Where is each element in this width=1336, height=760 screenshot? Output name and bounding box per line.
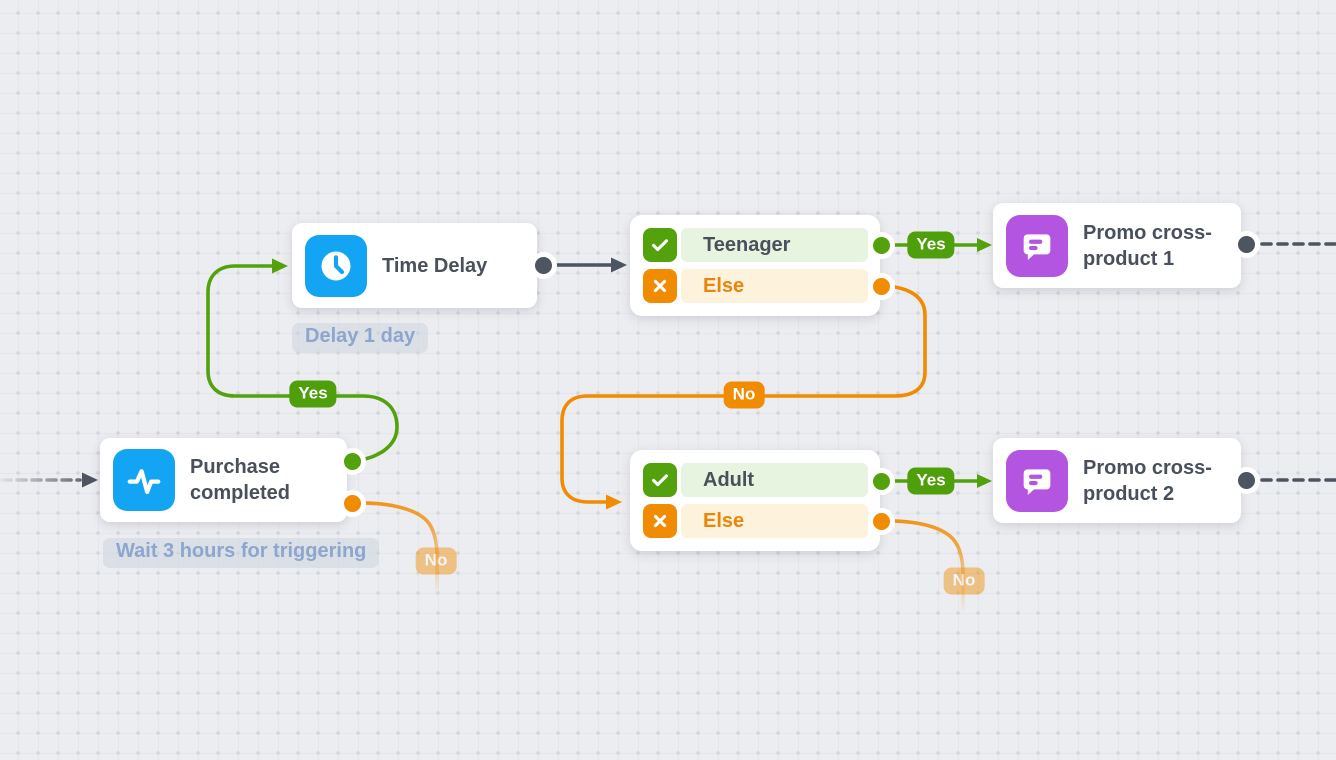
condition-row-teenager[interactable]: Teenager: [643, 228, 868, 262]
node-promo-cross-product-2[interactable]: Promo cross-product 2: [993, 438, 1241, 523]
port-condition-adult-yes[interactable]: [867, 467, 895, 495]
edge-adult-no-unconnected[interactable]: [879, 519, 965, 612]
edge-label-yes: Yes: [907, 231, 955, 259]
port-purchase-yes[interactable]: [338, 447, 366, 475]
node-condition-adult[interactable]: Adult Else: [630, 450, 880, 551]
node-title: Promo cross-product 2: [1083, 456, 1212, 505]
node-title: Time Delay: [382, 254, 488, 277]
condition-row-else[interactable]: Else: [643, 269, 868, 303]
port-promo2-out[interactable]: [1232, 466, 1260, 494]
node-time-delay[interactable]: Time Delay: [292, 223, 537, 308]
condition-row-else[interactable]: Else: [643, 504, 868, 538]
chat-icon: [1006, 449, 1068, 512]
edge-purchase-yes-to-delay[interactable]: [206, 258, 399, 463]
port-delay-out[interactable]: [529, 251, 557, 279]
edge-purchase-no-unconnected[interactable]: [350, 501, 439, 594]
node-promo-cross-product-1[interactable]: Promo cross-product 1: [993, 203, 1241, 288]
edge-incoming-dashed[interactable]: [0, 472, 98, 488]
port-condition-teen-yes[interactable]: [867, 231, 895, 259]
activity-icon: [113, 449, 175, 511]
edge-label-no-faded: No: [943, 567, 985, 595]
node-caption-time-delay: Delay 1 day: [292, 323, 429, 353]
node-purchase-completed[interactable]: Purchase completed: [100, 438, 347, 522]
edge-label-yes: Yes: [289, 380, 337, 408]
port-purchase-no[interactable]: [338, 489, 366, 517]
port-condition-teen-no[interactable]: [867, 272, 895, 300]
x-icon: [643, 269, 677, 303]
check-icon: [643, 228, 677, 262]
x-icon: [643, 504, 677, 538]
node-caption-purchase: Wait 3 hours for triggering: [103, 538, 380, 568]
port-promo1-out[interactable]: [1232, 230, 1260, 258]
node-condition-teenager[interactable]: Teenager Else: [630, 215, 880, 316]
edge-label-no: No: [723, 381, 765, 409]
node-title: Promo cross-product 1: [1083, 221, 1212, 270]
condition-row-label: Else: [681, 269, 868, 303]
clock-icon: [305, 234, 367, 297]
condition-row-adult[interactable]: Adult: [643, 463, 868, 497]
port-condition-adult-no[interactable]: [867, 507, 895, 535]
condition-row-label: Adult: [681, 463, 868, 497]
edge-label-no-faded: No: [415, 547, 457, 575]
chat-icon: [1006, 214, 1068, 277]
check-icon: [643, 463, 677, 497]
edge-label-yes: Yes: [907, 467, 955, 495]
node-title: Purchase completed: [190, 456, 291, 504]
condition-row-label: Teenager: [681, 228, 868, 262]
condition-row-label: Else: [681, 504, 868, 538]
